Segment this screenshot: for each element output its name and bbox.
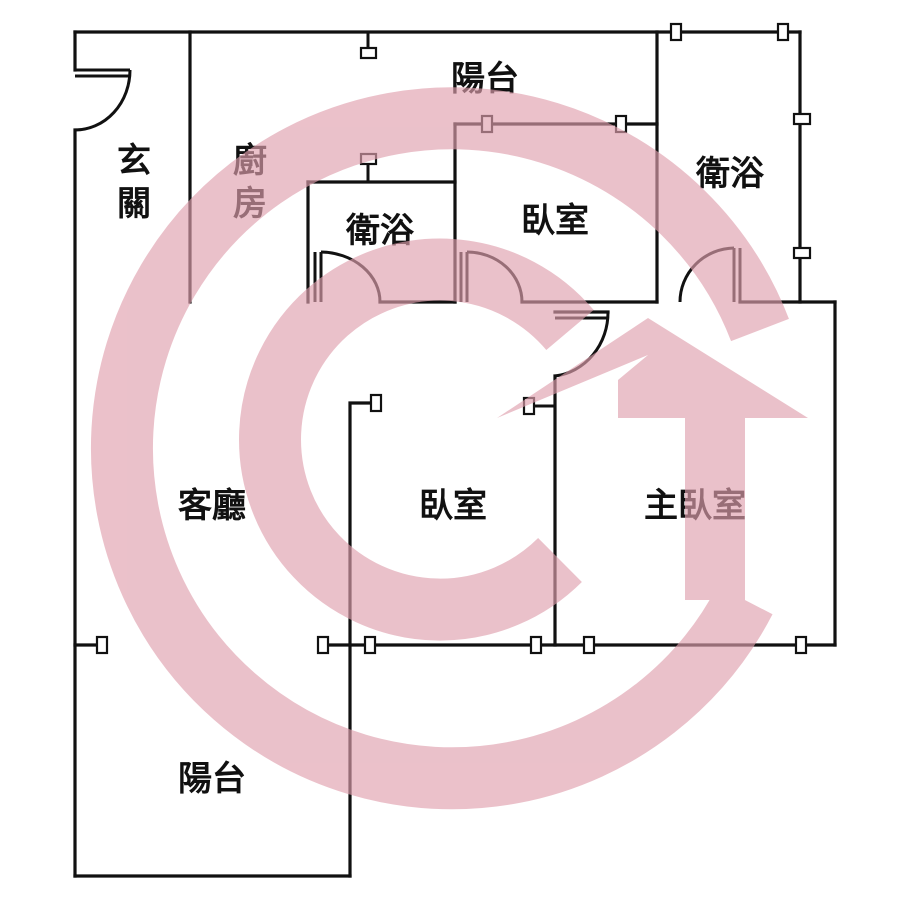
window-marker bbox=[669, 22, 683, 42]
bedroom-center-label: 臥室 bbox=[419, 486, 487, 526]
window-marker bbox=[369, 393, 383, 413]
window-marker bbox=[359, 46, 378, 60]
bedroom-top-label: 臥室 bbox=[521, 201, 589, 241]
window-marker bbox=[316, 635, 330, 655]
window-marker bbox=[529, 635, 543, 655]
entrance-door-swing bbox=[74, 69, 132, 132]
entrance-door-leaf bbox=[75, 68, 130, 78]
bath-right-label: 衛浴 bbox=[695, 154, 765, 194]
foyer-label-1: 玄 bbox=[117, 141, 151, 181]
window-marker bbox=[792, 112, 812, 126]
window-marker bbox=[792, 246, 812, 260]
living-room-label: 客廳 bbox=[178, 486, 246, 526]
foyer-label-2: 關 bbox=[117, 184, 151, 224]
circular-house-logo-watermark-icon bbox=[90, 87, 808, 810]
window-marker bbox=[776, 22, 790, 42]
window-marker bbox=[95, 635, 109, 655]
window-marker bbox=[794, 635, 808, 655]
window-marker bbox=[363, 635, 377, 655]
balcony-bottom-label: 陽台 bbox=[178, 759, 246, 799]
window-marker bbox=[582, 635, 596, 655]
